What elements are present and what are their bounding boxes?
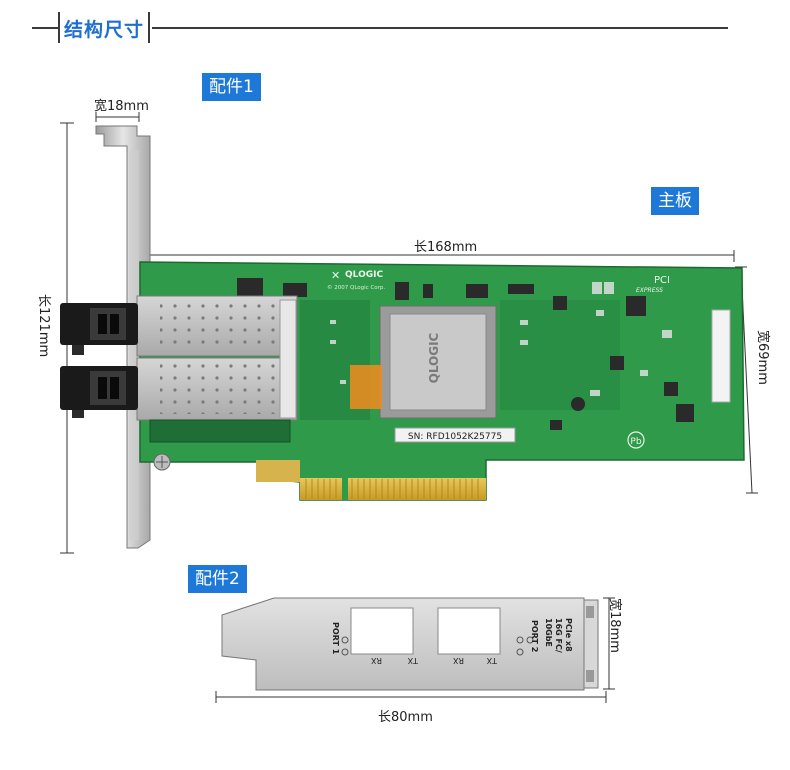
fc-label: 16G FC/ xyxy=(554,618,563,653)
tx1-label: TX xyxy=(407,656,419,665)
tx2-label: TX xyxy=(486,656,498,665)
header-frame xyxy=(58,12,150,43)
pb-free-mark: Pb xyxy=(630,437,641,447)
board-length-label: 长168mm xyxy=(414,240,478,255)
part2-tag: 配件2 xyxy=(188,565,247,593)
low-profile-bracket: PORT 1 PORT 2 PCIe x8 16G FC/ 10GbE RX T… xyxy=(221,597,599,691)
bracket2-length-label: 长80mm xyxy=(378,710,433,725)
rx1-label: RX xyxy=(370,656,382,665)
brand-icon: ✕ xyxy=(331,269,340,282)
express-logo: EXPRESS xyxy=(636,287,663,294)
mainboard-tag: 主板 xyxy=(651,187,699,215)
section-title: 结构尺寸 xyxy=(64,19,145,41)
port1-label: PORT 1 xyxy=(331,622,340,655)
brand-logo: QLOGIC xyxy=(345,270,383,280)
sfp-modules xyxy=(60,303,138,418)
part1-tag: 配件1 xyxy=(202,73,261,101)
serial-label: SN: RFD1052K25775 xyxy=(408,432,502,442)
sticker xyxy=(350,365,382,409)
header-rule-left xyxy=(32,27,58,29)
bracket1-width-label: 宽18mm xyxy=(94,99,149,114)
pcie-label: PCIe x8 xyxy=(564,618,573,652)
header-rule-right xyxy=(152,27,728,29)
port2-label: PORT 2 xyxy=(530,620,539,652)
rx2-label: RX xyxy=(452,656,464,665)
dbe-label: 10GbE xyxy=(544,618,553,647)
pcb-board: QLOGIC SN: RFD1052K25775 QLOGIC © 2007 Q… xyxy=(139,261,745,501)
sfp-cages xyxy=(136,295,298,471)
chip-logo: QLOGIC xyxy=(427,332,441,383)
copyright-text: © 2007 QLogic Corp. xyxy=(327,284,385,291)
pci-logo: PCI xyxy=(654,275,670,286)
